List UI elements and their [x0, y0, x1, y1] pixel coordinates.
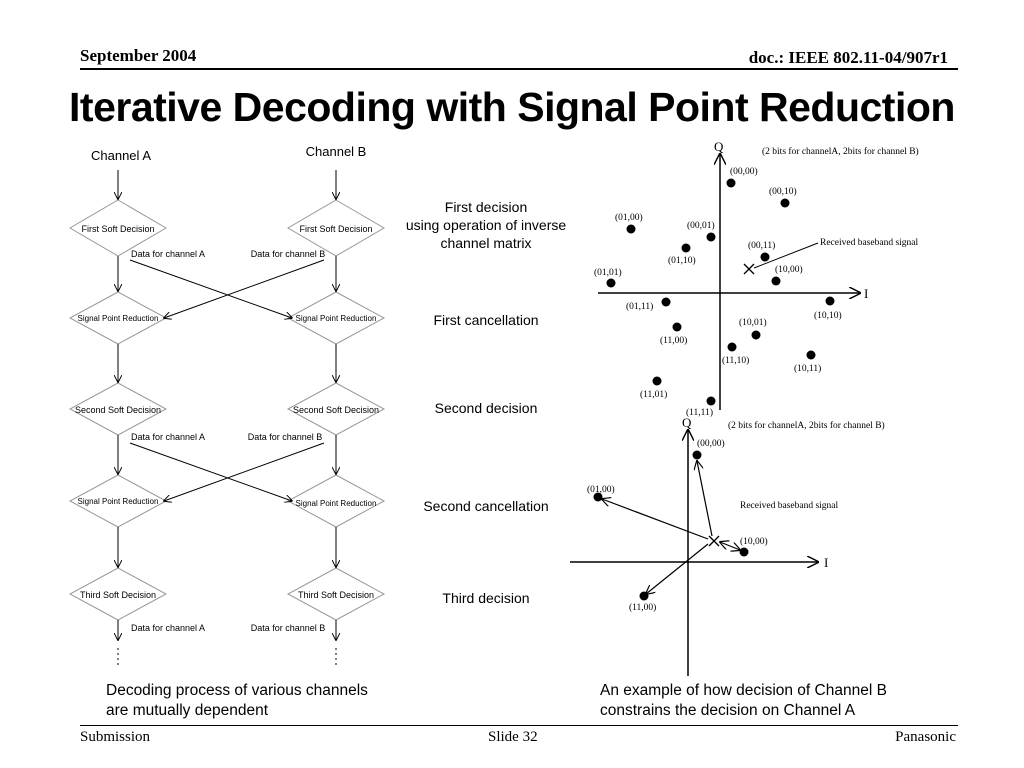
caption-right-line-2: constrains the decision on Channel A: [600, 702, 856, 719]
caption-left-line-2: are mutually dependent: [106, 702, 269, 719]
bottom-point-label: (11,00): [629, 602, 656, 613]
top-point-dot: [751, 330, 761, 340]
footer-submission: Submission: [80, 729, 151, 745]
top-received-leader: [753, 242, 819, 269]
first-soft-b-label: First Soft Decision: [299, 224, 372, 234]
constellation-bottom: Q I (2 bits for channelA, 2bits for chan…: [570, 415, 885, 676]
stage-second-decision: Second decision: [434, 400, 538, 416]
top-received-marker: [743, 263, 755, 275]
top-point-label: (10,00): [775, 264, 803, 275]
header-rule: [80, 68, 958, 70]
constellation-top: Q I (2 bits for channelA, 2bits for chan…: [594, 139, 919, 418]
top-points: (00,00) (00,10) (01,00) (00,01) (00,11) (01,1…: [594, 166, 842, 418]
top-point-label: (00,11): [748, 240, 775, 251]
stage-third-decision: Third decision: [442, 590, 530, 606]
bottom-i-label: I: [824, 555, 828, 570]
top-i-label: I: [864, 286, 868, 301]
caption-right-line-1: An example of how decision of Channel B: [600, 682, 887, 699]
bottom-point-dot: [692, 450, 702, 460]
bottom-point-dot: [593, 492, 603, 502]
top-point-dot: [760, 252, 770, 262]
bottom-point-dot: [739, 547, 749, 557]
top-point-dot: [771, 276, 781, 286]
top-point-dot: [681, 243, 691, 253]
bottom-received-marker: [708, 535, 720, 547]
top-point-dot: [726, 178, 736, 188]
bottom-point-label: (10,00): [740, 536, 768, 547]
bottom-point-label: (01,00): [587, 484, 615, 495]
top-point-label: (00,00): [730, 166, 758, 177]
top-point-label: (11,01): [640, 389, 667, 400]
stage-first-decision: First decision using operation of invers…: [381, 198, 591, 252]
second-soft-b-label: Second Soft Decision: [293, 405, 379, 415]
bottom-points: (00,00) (01,00) (10,00) (11,00): [587, 438, 768, 613]
top-point-dot: [661, 297, 671, 307]
top-point-dot: [706, 396, 716, 406]
spr2-a-label: Signal Point Reduction: [78, 497, 159, 506]
spr2-b-label: Signal Point Reduction: [296, 499, 377, 508]
second-soft-a-label: Second Soft Decision: [75, 405, 161, 415]
spr1-a-label: Signal Point Reduction: [78, 314, 159, 323]
top-point-dot: [706, 232, 716, 242]
channel-a-label: Channel A: [91, 148, 151, 163]
top-note: (2 bits for channelA, 2bits for channel …: [762, 146, 919, 157]
data-b-label-2: Data for channel B: [248, 432, 323, 442]
top-point-dot: [780, 198, 790, 208]
first-soft-a-label: First Soft Decision: [81, 224, 154, 234]
data-a-label-3: Data for channel A: [131, 623, 205, 633]
stage-first-decision-line-1: First decision: [444, 199, 528, 215]
data-b-label-3: Data for channel B: [251, 623, 326, 633]
header-date: September 2004: [80, 46, 197, 65]
top-point-dot: [672, 322, 682, 332]
third-soft-b-label: Third Soft Decision: [298, 590, 374, 600]
top-point-dot: [652, 376, 662, 386]
caption-left-line-1: Decoding process of various channels: [106, 682, 368, 699]
top-point-label: (11,11): [686, 407, 713, 418]
channel-b-label: Channel B: [306, 144, 367, 159]
header-doc-id: doc.: IEEE 802.11-04/907r1: [748, 48, 948, 67]
flow-diagram: [68, 170, 386, 668]
bottom-point-label: (00,00): [697, 438, 725, 449]
data-a-label-2: Data for channel A: [131, 432, 205, 442]
stage-first-decision-line-2: using operation of inverse: [405, 217, 567, 233]
caption-left: Decoding process of various channels are…: [106, 681, 368, 721]
footer-rule: [80, 725, 958, 726]
top-point-dot: [825, 296, 835, 306]
slide-title: Iterative Decoding with Signal Point Red…: [69, 84, 955, 130]
footer-slide-number: Slide 32: [488, 729, 538, 745]
spr1-b-label: Signal Point Reduction: [296, 314, 377, 323]
top-q-label: Q: [714, 139, 724, 154]
top-point-label: (01,10): [668, 255, 696, 266]
third-soft-a-label: Third Soft Decision: [80, 590, 156, 600]
top-point-dot: [606, 278, 616, 288]
top-point-label: (00,10): [769, 186, 797, 197]
bottom-point-dot: [639, 591, 649, 601]
data-b-label-1: Data for channel B: [251, 249, 326, 259]
top-point-label: (01,00): [615, 212, 643, 223]
top-point-label: (11,10): [722, 355, 749, 366]
top-point-dot: [806, 350, 816, 360]
top-point-label: (10,11): [794, 363, 821, 374]
stage-first-cancellation: First cancellation: [433, 312, 539, 328]
top-point-dot: [626, 224, 636, 234]
footer-company: Panasonic: [895, 729, 956, 745]
top-point-dot: [727, 342, 737, 352]
bottom-q-label: Q: [682, 415, 692, 430]
top-point-label: (01,01): [594, 267, 622, 278]
top-point-label: (01,11): [626, 301, 653, 312]
top-point-label: (00,01): [687, 220, 715, 231]
top-received-label: Received baseband signal: [820, 238, 918, 248]
caption-right: An example of how decision of Channel B …: [600, 681, 887, 721]
stage-second-cancellation: Second cancellation: [423, 498, 549, 514]
top-point-label: (10,01): [739, 317, 767, 328]
top-point-label: (10,10): [814, 310, 842, 321]
stage-first-decision-line-3: channel matrix: [440, 235, 532, 251]
bottom-note: (2 bits for channelA, 2bits for channel …: [728, 420, 885, 431]
data-a-label-1: Data for channel A: [131, 249, 205, 259]
bottom-received-label: Received baseband signal: [740, 501, 838, 511]
top-point-label: (11,00): [660, 335, 687, 346]
